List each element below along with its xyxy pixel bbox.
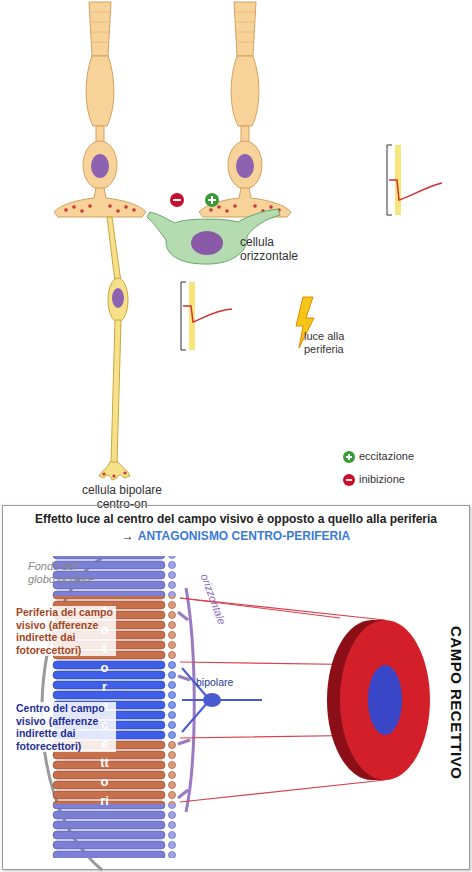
cell-nucleus xyxy=(112,288,124,308)
plus-sign xyxy=(208,196,216,204)
panel-heading: ANTAGONISMO CENTRO-PERIFERIA xyxy=(138,529,350,543)
fundus-label: Fondo del globo oculare xyxy=(28,560,104,586)
cone-photoreceptor xyxy=(54,2,146,217)
bipolar-axon xyxy=(111,320,121,464)
projection-connector xyxy=(180,598,340,618)
receptive-field: CAMPO RECETTIVO xyxy=(340,580,465,825)
excitation-symbol xyxy=(205,193,219,207)
response-trace xyxy=(389,180,442,200)
receptive-field-center xyxy=(368,665,402,735)
excitation-symbol xyxy=(343,451,355,463)
legend-label: eccitazione xyxy=(359,450,414,462)
synaptic-vesicle xyxy=(123,471,126,474)
response-trace xyxy=(183,306,232,322)
receptive-field-surround xyxy=(340,620,430,780)
node-label: cellula bipolare centro-on xyxy=(66,484,178,512)
bipolar-dendrite xyxy=(107,217,121,282)
synaptic-vesicle xyxy=(112,474,115,477)
horizontal-cell-node: cellula orizzontale xyxy=(240,236,322,270)
cone-photoreceptor xyxy=(199,2,291,217)
bipolar-cell xyxy=(108,278,128,322)
light-label: luce alla periferia xyxy=(304,330,376,356)
trace-bracket xyxy=(181,282,186,350)
legend-label: inibizione xyxy=(359,473,405,485)
bipolar-cell-node: cellula bipolare centro-on xyxy=(66,484,178,516)
node-label: cellula orizzontale xyxy=(240,236,322,264)
plus-sign xyxy=(346,454,352,460)
minus-sign xyxy=(173,199,181,201)
periphery-label: Periferia del campo visivo (afferenze in… xyxy=(16,606,116,656)
axon-terminal xyxy=(99,462,130,480)
cell-label: orizzontale xyxy=(199,572,228,626)
panel-box: Effetto luce al centro del campo visivo … xyxy=(2,505,470,870)
node-label: CAMPO RECETTIVO xyxy=(448,580,465,825)
minus-sign xyxy=(346,479,352,481)
center-label: Centro del campo visivo (afferenze indir… xyxy=(16,702,116,752)
photoreceptor-row xyxy=(52,804,180,858)
cell-nucleus xyxy=(191,231,223,255)
bipolar-processes xyxy=(182,668,262,732)
inhibition-symbol xyxy=(170,193,184,207)
inhibition-symbol xyxy=(343,474,355,486)
bipolar-cell xyxy=(203,693,221,707)
synaptic-vesicle xyxy=(102,472,105,475)
cell-label: bipolare xyxy=(196,676,233,688)
